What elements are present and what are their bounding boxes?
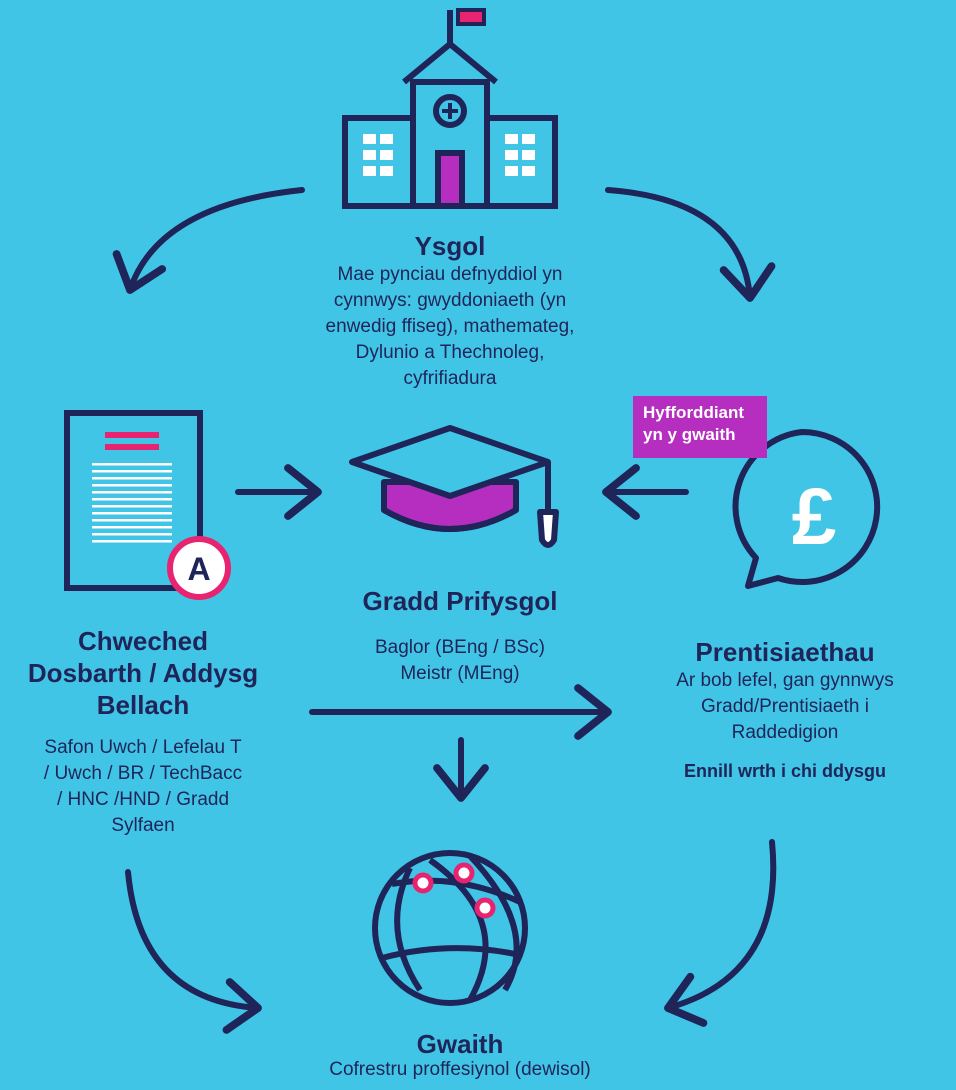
sixth-form-title-line: Dosbarth / Addysg — [27, 658, 259, 688]
arrow-icon — [125, 869, 262, 1034]
apprenticeships-line: Gradd/Prentisiaeth i — [701, 696, 869, 717]
document-icon — [64, 410, 203, 591]
arrow-icon — [664, 839, 777, 1027]
degree-line: Meistr (MEng) — [400, 663, 520, 684]
badge-line: yn y gwaith — [643, 425, 736, 444]
work-section: Gwaith Cofrestru proffesiynol (dewisol) — [260, 1030, 660, 1082]
sixth-form-title-line: Bellach — [96, 690, 190, 720]
sixth-form-line: / Uwch / BR / TechBacc — [43, 763, 243, 784]
grade-badge-icon: A — [167, 536, 231, 600]
apprenticeships-line: Raddedigion — [731, 722, 839, 743]
school-line: cyfrifiadura — [403, 368, 497, 389]
work-title: Gwaith — [416, 1029, 504, 1059]
degree-line: Baglor (BEng / BSc) — [374, 637, 546, 658]
earn-while-you-learn: Ennill wrth i chi ddysgu — [683, 761, 886, 781]
arrow-icon — [112, 187, 305, 294]
school-line: Dylunio a Thechnoleg, — [355, 342, 545, 363]
sixth-form-section: Chweched Dosbarth / Addysg Bellach Safon… — [0, 625, 286, 839]
badge-line: Hyfforddiant — [643, 403, 745, 422]
school-title: Ysgol — [414, 231, 486, 261]
apprenticeships-title: Prentisiaethau — [695, 637, 875, 667]
sixth-form-line: Sylfaen — [111, 815, 175, 836]
sixth-form-title-line: Chweched — [77, 626, 209, 656]
apprenticeships-section: Prentisiaethau Ar bob lefel, gan gynnwys… — [625, 636, 945, 784]
work-subtitle: Cofrestru proffesiynol (dewisol) — [329, 1059, 591, 1080]
apprenticeships-line: Ar bob lefel, gan gynnwys — [676, 670, 894, 691]
school-line: cynnwys: gwyddoniaeth (yn — [333, 290, 567, 311]
degree-title: Gradd Prifysgol — [362, 586, 558, 616]
school-building-icon — [342, 8, 558, 209]
sixth-form-line: / HNC /HND / Gradd — [56, 789, 230, 810]
graduation-cap-icon — [349, 425, 559, 548]
school-line: Mae pynciau defnyddiol yn — [337, 264, 563, 285]
degree-section: Gradd Prifysgol Baglor (BEng / BSc) Meis… — [310, 585, 610, 687]
pound-sign-icon: £ — [792, 472, 837, 561]
globe-icon — [372, 850, 528, 1006]
on-the-job-training-badge: Hyfforddiant yn y gwaith — [633, 396, 767, 458]
school-line: enwedig ffiseg), mathemateg, — [325, 316, 575, 337]
school-section: Ysgol Mae pynciau defnyddiol yn cynnwys:… — [270, 230, 630, 392]
arrow-icon — [605, 187, 776, 302]
speech-bubble-icon — [732, 428, 881, 589]
svg-text:A: A — [187, 551, 210, 587]
sixth-form-line: Safon Uwch / Lefelau T — [44, 737, 242, 758]
